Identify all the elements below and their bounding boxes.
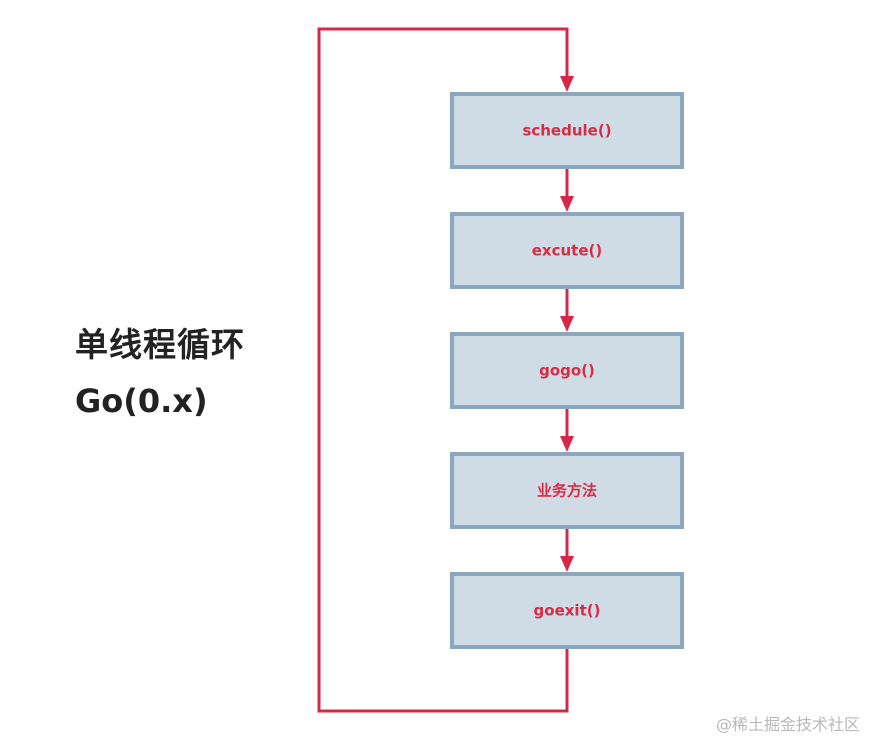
step-connector-arrow-head xyxy=(560,436,574,452)
flow-step-label: goexit() xyxy=(534,602,601,620)
flow-steps: schedule() excute() gogo() 业务方法 goexit() xyxy=(450,92,684,649)
loop-back-arrow-head xyxy=(560,76,574,92)
flow-step-label: gogo() xyxy=(539,362,595,380)
loop-back-line xyxy=(317,27,569,713)
diagram-subtitle: Go(0.x) xyxy=(75,382,208,420)
watermark: @稀土掘金技术社区 xyxy=(715,715,860,734)
flow-step-label: schedule() xyxy=(522,122,611,140)
flow-step-label: 业务方法 xyxy=(537,482,597,500)
flow-step-label: excute() xyxy=(532,242,602,260)
diagram-title: 单线程循环 xyxy=(75,325,245,364)
step-connector-arrow-head xyxy=(560,196,574,212)
flow-step-box xyxy=(450,572,684,649)
flow-step-box xyxy=(450,452,684,529)
flow-step: excute() xyxy=(450,212,684,289)
flow-step: 业务方法 xyxy=(450,452,684,529)
flow-step: gogo() xyxy=(450,332,684,409)
flow-connectors xyxy=(317,27,574,713)
flow-step-box xyxy=(450,92,684,169)
flow-step-box xyxy=(450,212,684,289)
flow-step: goexit() xyxy=(450,572,684,649)
step-connector-arrow-head xyxy=(560,556,574,572)
flow-step: schedule() xyxy=(450,92,684,169)
step-connector-arrow-head xyxy=(560,316,574,332)
flow-step-box xyxy=(450,332,684,409)
